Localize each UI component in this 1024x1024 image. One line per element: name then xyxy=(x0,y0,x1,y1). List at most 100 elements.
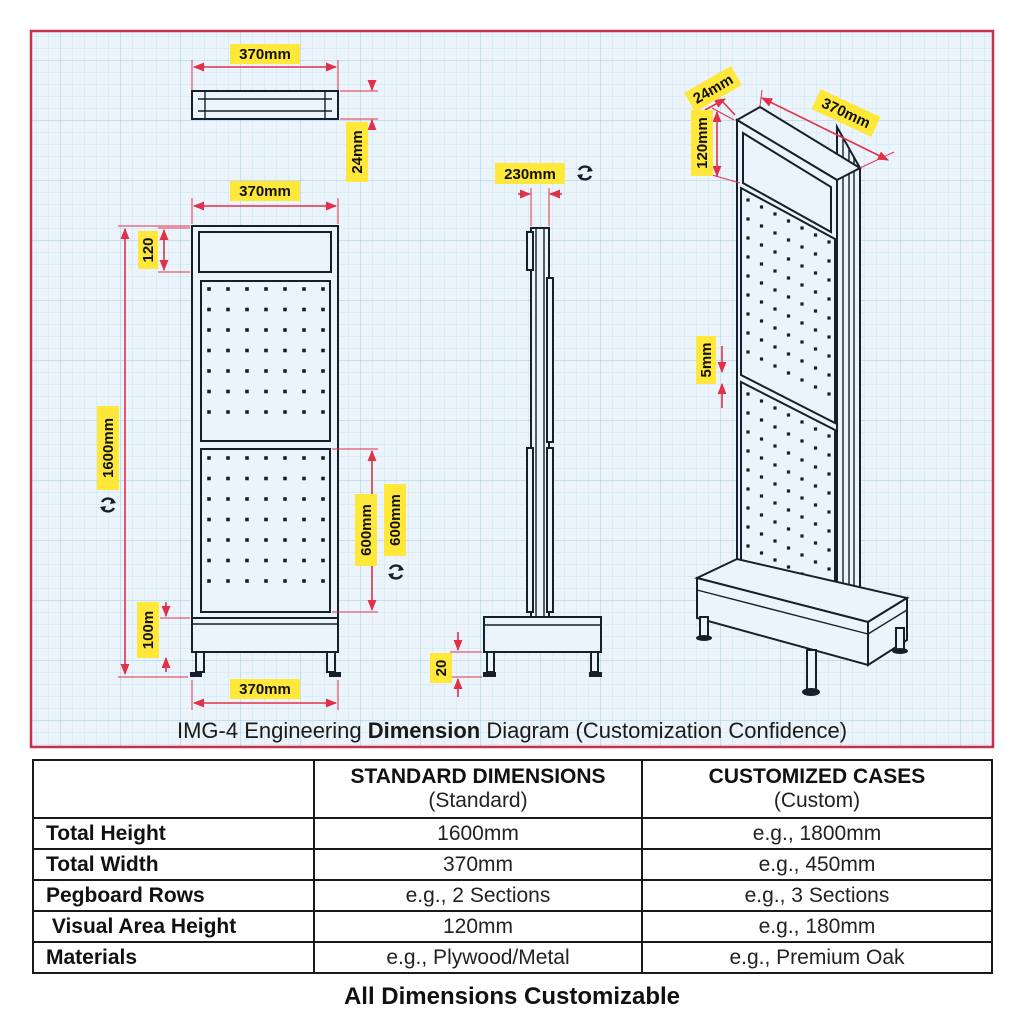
peg-hole xyxy=(746,392,750,396)
peg-hole xyxy=(813,522,818,526)
peg-hole xyxy=(813,366,818,370)
top-view-width-label: 370mm xyxy=(239,46,291,63)
peg-hole xyxy=(773,212,777,216)
peg-hole xyxy=(827,335,831,339)
table-row: Pegboard Rows e.g., 2 Sections e.g., 3 S… xyxy=(32,879,993,912)
peg-hole xyxy=(786,276,791,280)
peg-hole xyxy=(302,307,306,312)
peg-hole xyxy=(746,350,750,354)
peg-hole xyxy=(746,331,750,335)
peg-hole xyxy=(207,558,211,563)
row-standard: 370mm xyxy=(313,848,643,881)
peg-hole xyxy=(773,425,777,429)
peg-hole xyxy=(321,517,325,522)
peg-hole xyxy=(813,385,818,389)
peg-hole xyxy=(746,198,750,202)
peg-hole xyxy=(827,297,831,301)
peg-hole xyxy=(321,497,325,501)
peg-hole xyxy=(827,529,831,533)
peg-hole xyxy=(245,348,249,353)
table-header-custom: CUSTOMIZED CASES (Custom) xyxy=(641,759,993,819)
peg-hole xyxy=(773,250,777,254)
peg-hole xyxy=(759,513,764,517)
peg-hole xyxy=(746,544,750,548)
peg-hole xyxy=(302,348,306,353)
peg-hole xyxy=(283,348,287,353)
peg-hole xyxy=(800,420,804,424)
peg-hole xyxy=(813,347,818,351)
peg-hole xyxy=(827,259,831,263)
table-header-standard: STANDARD DIMENSIONS (Standard) xyxy=(313,759,643,819)
peg-hole xyxy=(800,321,804,325)
peg-hole xyxy=(283,389,287,394)
peg-hole xyxy=(759,494,764,498)
peg-hole xyxy=(321,538,325,542)
peg-hole xyxy=(786,295,791,299)
peg-hole xyxy=(773,406,777,410)
peg-hole xyxy=(746,255,750,259)
peg-hole xyxy=(827,453,831,457)
peg-hole xyxy=(321,328,325,332)
front-panel-height-label: 600mm xyxy=(358,504,375,556)
peg-hole xyxy=(302,389,306,394)
peg-hole xyxy=(321,410,325,414)
peg-hole xyxy=(226,497,230,501)
peg-hole xyxy=(302,579,306,583)
peg-hole xyxy=(759,475,764,479)
peg-hole xyxy=(283,538,287,542)
side-depth-label: 230mm xyxy=(504,166,556,183)
peg-hole xyxy=(759,551,764,555)
table-row: Total Height 1600mm e.g., 1800mm xyxy=(32,817,993,850)
side-base xyxy=(483,616,602,653)
peg-hole xyxy=(813,271,818,275)
peg-hole xyxy=(302,517,306,522)
peg-hole xyxy=(264,369,268,373)
peg-hole xyxy=(302,287,306,291)
peg-hole xyxy=(746,430,750,434)
front-view: 370mm 120 1600mm 100m xyxy=(97,181,406,710)
peg-hole xyxy=(800,534,804,538)
peg-hole xyxy=(226,369,230,373)
peg-hole xyxy=(283,328,287,332)
peg-hole xyxy=(759,281,764,285)
peg-hole xyxy=(302,410,306,414)
front-base-height-label: 100m xyxy=(140,611,157,649)
peg-hole xyxy=(207,287,211,291)
peg-hole xyxy=(226,287,230,291)
peg-hole xyxy=(226,538,230,542)
peg-hole xyxy=(226,410,230,414)
peg-hole xyxy=(813,446,818,450)
peg-hole xyxy=(245,328,249,332)
front-top-width-label: 370mm xyxy=(239,183,291,200)
peg-hole xyxy=(302,328,306,332)
peg-hole xyxy=(245,538,249,542)
header-panel xyxy=(198,231,332,273)
peg-hole xyxy=(226,558,230,563)
peg-hole xyxy=(813,503,818,507)
peg-hole xyxy=(283,497,287,501)
peg-hole xyxy=(773,307,777,311)
peg-hole xyxy=(773,444,777,448)
peg-hole xyxy=(759,338,764,342)
peg-hole xyxy=(786,413,791,417)
peg-hole xyxy=(813,309,818,313)
peg-hole xyxy=(746,487,750,491)
peg-hole xyxy=(800,264,804,268)
peg-hole xyxy=(226,517,230,522)
peg-hole xyxy=(283,579,287,583)
peg-hole xyxy=(759,399,764,403)
row-custom: e.g., 1800mm xyxy=(641,817,993,850)
peg-hole xyxy=(759,224,764,228)
peg-hole xyxy=(245,579,249,583)
peg-hole xyxy=(264,287,268,291)
peg-hole xyxy=(746,274,750,278)
peg-hole xyxy=(207,497,211,501)
peg-hole xyxy=(245,456,249,460)
side-foot-label: 20 xyxy=(433,660,450,677)
peg-hole xyxy=(264,328,268,332)
peg-hole xyxy=(264,579,268,583)
peg-hole xyxy=(827,392,831,396)
table-row: Materials e.g., Plywood/Metal e.g., Prem… xyxy=(32,941,993,974)
peg-hole xyxy=(207,476,211,481)
peg-hole xyxy=(786,508,791,512)
